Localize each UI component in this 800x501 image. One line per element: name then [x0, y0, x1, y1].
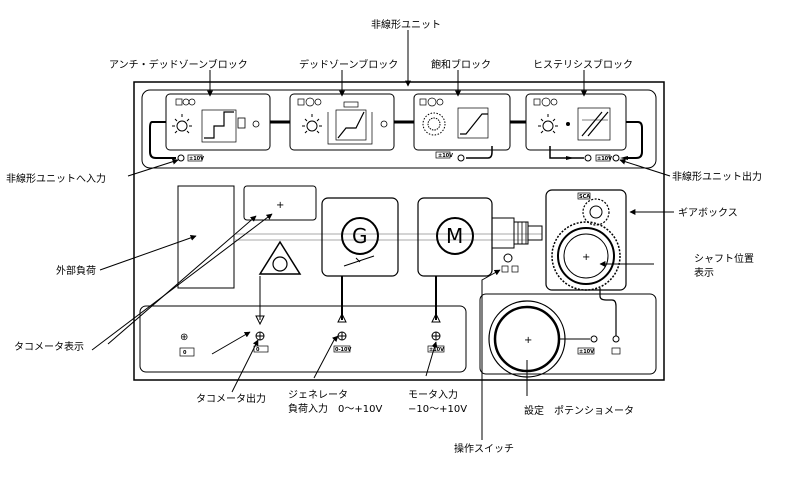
label-tacho-display: タコメータ表示 [14, 340, 84, 353]
label-nonlinear-unit: 非線形ユニット [371, 18, 441, 31]
motor-tag: ±10V [429, 347, 444, 353]
label-generator-2: 負荷入力 0～+10V [288, 402, 382, 415]
input-tag: ±10V [189, 156, 204, 162]
pot-tag: ±10V [579, 349, 594, 355]
label-deadzone: デッドゾーンブロック [299, 58, 398, 71]
label-op-switch: 操作スイッチ [454, 442, 514, 455]
label-shaft-position-1: シャフト位置 [694, 252, 754, 265]
coupling [491, 217, 543, 249]
pot-plus: + [524, 335, 532, 346]
label-shaft-position-2: 表示 [694, 266, 714, 279]
output-tag: ±10V [597, 156, 612, 162]
tacho-display-plus: + [276, 200, 284, 211]
ground-tag: 0 [183, 350, 187, 356]
anti-deadzone-block [165, 93, 271, 151]
main-panel [133, 81, 665, 381]
label-external-load: 外部負荷 [56, 264, 96, 277]
generator-box [321, 197, 399, 277]
ground-symbol: ⊕ [180, 332, 188, 343]
label-anti-deadzone: アンチ・デッドゾーンブロック [109, 58, 248, 71]
tacho-triangle [258, 240, 302, 275]
tacho-tag: 0 [256, 347, 260, 353]
gear-tag: SCA [579, 194, 590, 200]
label-gearbox: ギアボックス [678, 207, 738, 219]
label-generator-1: ジェネレータ [288, 389, 348, 401]
label-hysteresis: ヒステリシスブロック [533, 58, 633, 71]
label-motor-1: モータ入力 [408, 388, 458, 401]
saturation-block: ±10V [413, 93, 511, 159]
label-saturation: 飽和ブロック [431, 58, 491, 71]
tacho-display-box [243, 185, 317, 221]
saturation-tag: ±10V [438, 153, 453, 159]
nonlinear-unit-frame [141, 89, 657, 169]
label-nonlinear-output: 非線形ユニット出力 [672, 170, 762, 183]
deadzone-block [289, 93, 395, 151]
terminal-strip [139, 305, 467, 373]
gearbox: SCA + [545, 189, 627, 291]
generator-tag: 0-10V [335, 347, 352, 353]
label-motor-2: −10～+10V [408, 404, 467, 415]
hysteresis-block [525, 93, 627, 151]
label-setting-pot: 設定 ポテンショメータ [524, 404, 634, 417]
external-load-box [177, 185, 235, 289]
label-tacho-output: タコメータ出力 [196, 392, 266, 405]
generator-label: G [352, 224, 368, 248]
motor-label: M [446, 224, 463, 248]
operation-switch[interactable] [503, 253, 513, 263]
gear-plus: + [582, 252, 590, 263]
label-nonlinear-input: 非線形ユニットへ入力 [6, 172, 106, 185]
potentiometer-panel [479, 293, 657, 375]
